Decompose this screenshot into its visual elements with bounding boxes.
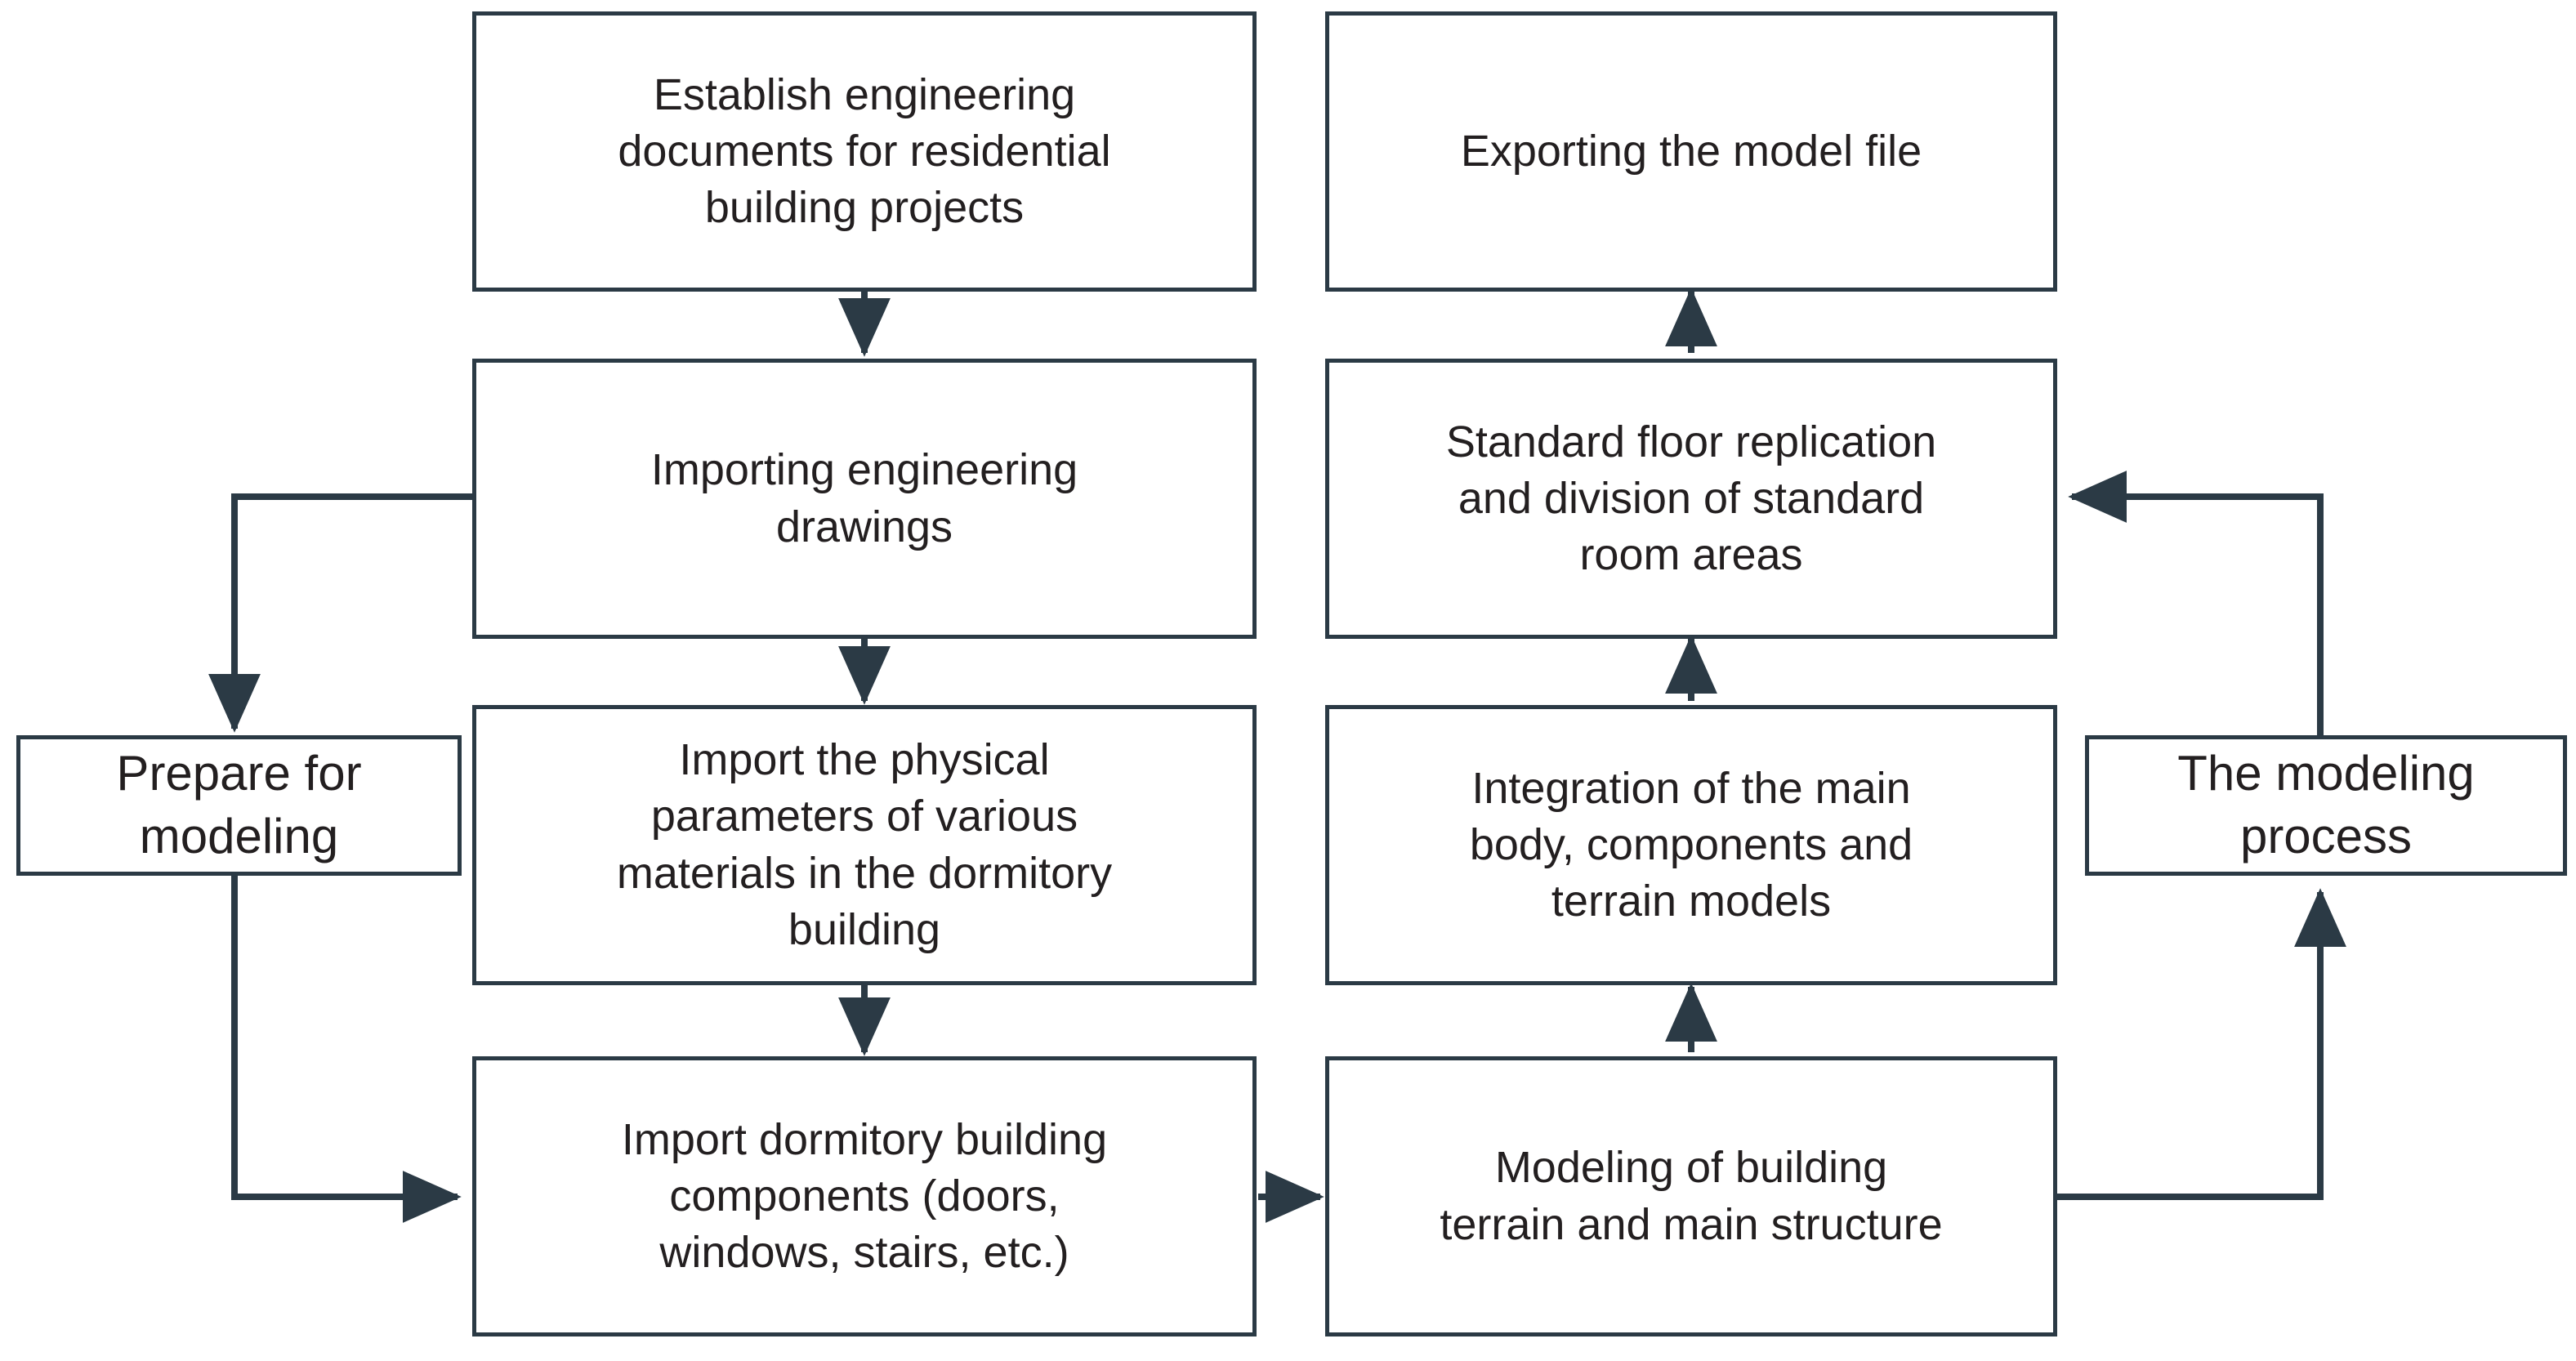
node-establish-documents-label: Establish engineering documents for resi… — [618, 69, 1111, 233]
node-importing-drawings[interactable]: Importing engineering drawings — [472, 359, 1257, 639]
node-integration-models[interactable]: Integration of the main body, components… — [1325, 705, 2057, 985]
edge-importing-to-prepare — [208, 493, 472, 733]
node-import-material-parameters[interactable]: Import the physical parameters of variou… — [472, 705, 1257, 985]
node-import-material-parameters-label: Import the physical parameters of variou… — [616, 735, 1113, 954]
node-modeling-terrain-structure[interactable]: Modeling of building terrain and main st… — [1325, 1056, 2057, 1336]
edge-prepare-to-components — [231, 874, 462, 1223]
node-phase-prepare-for-modeling-label: Prepare for modeling — [116, 746, 362, 863]
node-standard-floor-replication[interactable]: Standard floor replication and division … — [1325, 359, 2057, 639]
edge-modelingphase-to-standardfloor — [2068, 471, 2324, 745]
node-phase-modeling-process-label: The modeling process — [2177, 746, 2475, 863]
node-modeling-terrain-structure-label: Modeling of building terrain and main st… — [1440, 1143, 1943, 1249]
node-importing-drawings-label: Importing engineering drawings — [650, 445, 1078, 551]
node-establish-documents[interactable]: Establish engineering documents for resi… — [472, 11, 1257, 292]
node-standard-floor-replication-label: Standard floor replication and division … — [1445, 417, 1937, 580]
node-exporting-model-file[interactable]: Exporting the model file — [1325, 11, 2057, 292]
node-import-components-label: Import dormitory building components (do… — [621, 1114, 1108, 1278]
node-exporting-model-file-label: Exporting the model file — [1460, 126, 1922, 176]
node-import-components[interactable]: Import dormitory building components (do… — [472, 1056, 1257, 1336]
node-integration-models-label: Integration of the main body, components… — [1469, 763, 1913, 926]
node-phase-modeling-process[interactable]: The modeling process — [2085, 735, 2567, 876]
edge-terrain-to-modeling-phase — [2057, 888, 2346, 1200]
node-phase-prepare-for-modeling[interactable]: Prepare for modeling — [16, 735, 462, 876]
